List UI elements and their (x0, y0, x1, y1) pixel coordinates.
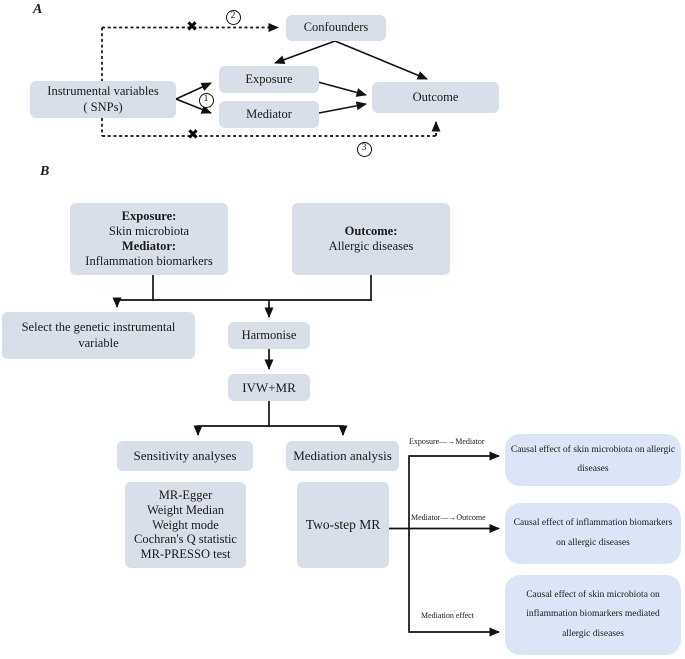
box-ivw-mr: IVW+MR (228, 374, 310, 401)
arrow-mediator-to-outcome (318, 101, 367, 114)
exposure-heading: Exposure: (121, 208, 177, 223)
panel-a-label: A (33, 2, 43, 17)
result-box-inflammation-allergic: Causal effect of inflammation biomarkers… (505, 503, 681, 564)
box-exposure-mediator-header: Exposure: Skin microbiota Mediator: Infl… (70, 203, 228, 275)
circled-number-3: 3 (356, 141, 372, 157)
result-line: Causal effect of inflammation biomarkers (513, 518, 673, 529)
result-line: inflammation biomarkers mediated (526, 609, 660, 620)
result-line: Causal effect of skin microbiota on (526, 589, 660, 600)
circled-number-1: 1 (198, 92, 214, 108)
box-mediation-analysis: Mediation analysis (286, 441, 399, 471)
select-box-line2: variable (78, 335, 119, 350)
exposure-value: Skin microbiota (108, 223, 190, 238)
box-instrumental-variables: Instrumental variables ( SNPs) (30, 81, 176, 118)
sensitivity-method-item: Cochran's Q statistic (134, 532, 237, 547)
sensitivity-method-item: MR-Egger (158, 488, 213, 503)
panel-b-label: B (40, 164, 50, 179)
arrow-confounders-to-exposure (274, 40, 336, 64)
box-outcome-header: Outcome: Allergic diseases (292, 203, 450, 275)
mediator-value: Inflammation biomarkers (85, 254, 213, 269)
box-confounders: Confounders (286, 15, 386, 41)
box-two-step-mr: Two-step MR (297, 482, 389, 568)
box-mediator-a: Mediator (219, 101, 319, 128)
box-select-instrumental-variable: Select the genetic instrumental variable (2, 312, 195, 359)
instrumental-variables-line2: ( SNPs) (83, 99, 123, 114)
arrow-confounders-to-outcome (334, 40, 428, 80)
circled-number-2: 2 (225, 9, 241, 25)
select-box-line1: Select the genetic instrumental (21, 320, 176, 335)
result-line: on allergic diseases (556, 537, 630, 548)
result-line: Causal effect of skin microbiota on alle… (510, 444, 676, 455)
box-outcome-a: Outcome (372, 82, 499, 113)
sensitivity-method-item: Weight Median (146, 502, 225, 517)
box-exposure-a: Exposure (219, 66, 319, 93)
branch-label-mediation-effect: Mediation effect (421, 611, 474, 620)
mediator-heading: Mediator: (121, 239, 177, 253)
result-line: diseases (577, 464, 609, 474)
result-box-mediated-effect: Causal effect of skin microbiota on infl… (505, 575, 681, 655)
box-sensitivity-methods: MR-Egger Weight Median Weight mode Cochr… (125, 482, 246, 568)
instrumental-variables-line1: Instrumental variables (47, 84, 159, 99)
arrow-exposure-to-outcome (317, 81, 367, 97)
sensitivity-method-item: MR-PRESSO test (140, 547, 231, 562)
outcome-value: Allergic diseases (328, 239, 414, 253)
result-line: allergic diseases (562, 628, 624, 639)
box-sensitivity-analyses: Sensitivity analyses (117, 441, 253, 471)
sensitivity-method-item: Weight mode (152, 517, 219, 532)
cross-mark-top: ✖ (186, 19, 198, 35)
branch-label-exposure-mediator: Exposure—→Mediator (409, 437, 485, 446)
outcome-heading: Outcome: (344, 223, 398, 238)
branch-label-mediator-outcome: Mediator—→Outcome (411, 513, 486, 522)
box-harmonise: Harmonise (228, 322, 310, 349)
result-box-skin-allergic: Causal effect of skin microbiota on alle… (505, 434, 681, 486)
cross-mark-bottom: ✖ (187, 127, 199, 143)
